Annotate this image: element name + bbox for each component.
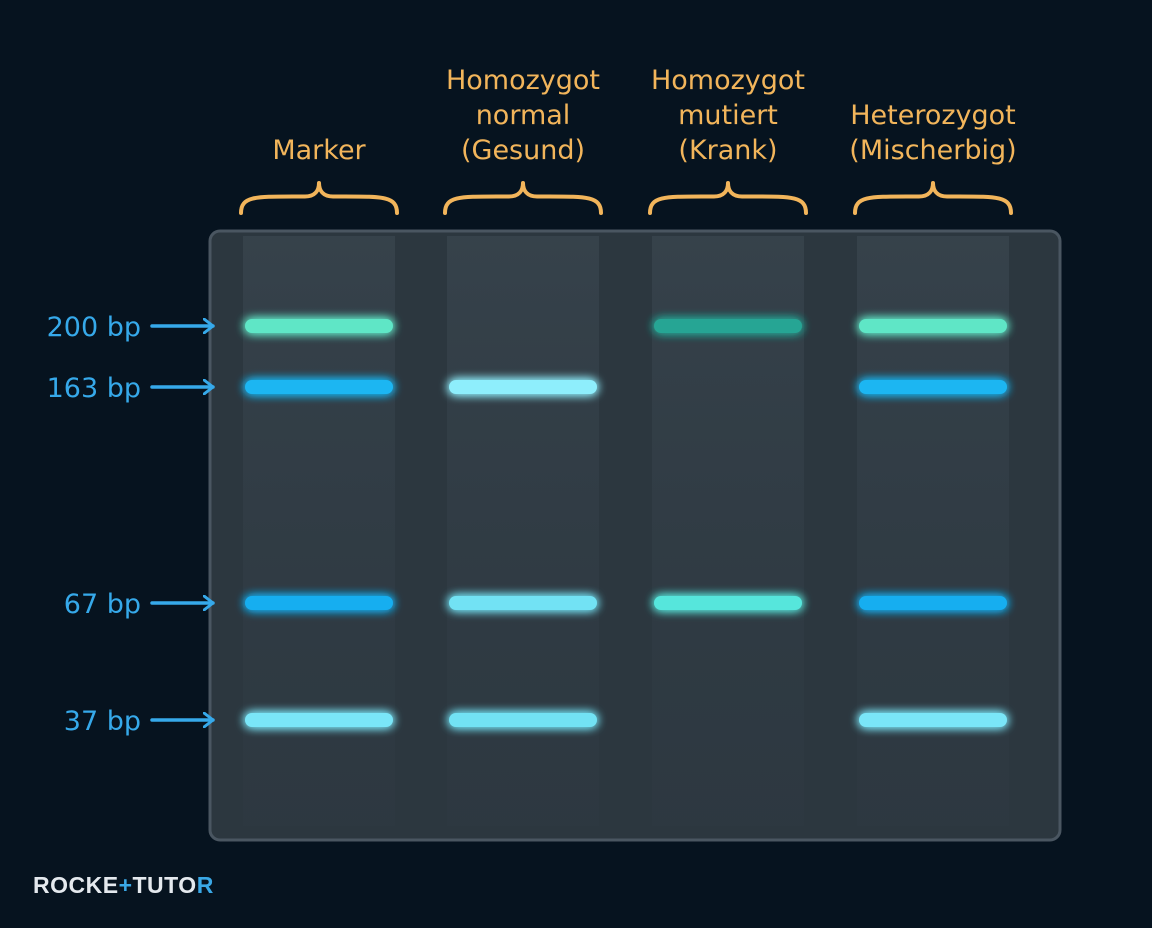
band-lane0-37bp bbox=[245, 713, 393, 727]
band-lane0-67bp bbox=[245, 596, 393, 610]
band-lane3-200bp bbox=[859, 319, 1007, 333]
brace-icon bbox=[853, 181, 1013, 215]
band-lane2-200bp bbox=[654, 319, 802, 333]
lane-wells bbox=[243, 236, 1009, 826]
band-lane2-67bp bbox=[654, 596, 802, 610]
lane-braces bbox=[239, 181, 1013, 215]
brace-icon bbox=[239, 181, 399, 215]
logo-text: ROCKE+TUTOR bbox=[33, 872, 214, 898]
lane-label-0-line-0: Marker bbox=[272, 135, 366, 166]
rockettutor-logo: ROCKE+TUTOR bbox=[33, 872, 214, 898]
lane-labels: Marker Homozygot normal (Gesund) Homozygot mu… bbox=[272, 65, 1016, 166]
lane-well-2 bbox=[652, 236, 804, 826]
lane-well-3 bbox=[857, 236, 1009, 826]
band-lane1-37bp bbox=[449, 713, 597, 727]
band-lane0-200bp bbox=[245, 319, 393, 333]
brace-icon bbox=[443, 181, 603, 215]
band-lane0-163bp bbox=[245, 380, 393, 394]
size-label-67: 67 bp bbox=[64, 589, 141, 620]
lane-well-1 bbox=[447, 236, 599, 826]
logo-part-3: R bbox=[197, 872, 214, 898]
size-label-37: 37 bp bbox=[64, 706, 141, 737]
brace-icon bbox=[648, 181, 808, 215]
band-lane3-67bp bbox=[859, 596, 1007, 610]
lane-well-0 bbox=[243, 236, 395, 826]
lane-label-1-line-2: (Gesund) bbox=[461, 135, 585, 166]
band-lane1-67bp bbox=[449, 596, 597, 610]
lane-label-3-line-1: (Mischerbig) bbox=[849, 135, 1016, 166]
band-lane1-163bp bbox=[449, 380, 597, 394]
lane-label-3-line-0: Heterozygot bbox=[850, 100, 1016, 131]
size-markers: 200 bp 163 bp 67 bp 37 bp bbox=[47, 312, 215, 737]
logo-part-1: ROCKE bbox=[33, 872, 119, 898]
logo-part-2: TUTO bbox=[133, 872, 197, 898]
band-lane3-163bp bbox=[859, 380, 1007, 394]
lane-label-2-line-1: mutiert bbox=[678, 100, 778, 131]
lane-label-1-line-0: Homozygot bbox=[446, 65, 600, 96]
size-label-200: 200 bp bbox=[47, 312, 141, 343]
size-label-163: 163 bp bbox=[47, 373, 141, 404]
lane-label-2-line-2: (Krank) bbox=[678, 135, 777, 166]
band-lane3-37bp bbox=[859, 713, 1007, 727]
dna-bands bbox=[245, 319, 1007, 727]
gel-plate bbox=[208, 229, 1062, 842]
lane-label-1-line-1: normal bbox=[476, 100, 571, 131]
lane-label-2-line-0: Homozygot bbox=[651, 65, 805, 96]
logo-plus-glyph: + bbox=[119, 872, 133, 898]
